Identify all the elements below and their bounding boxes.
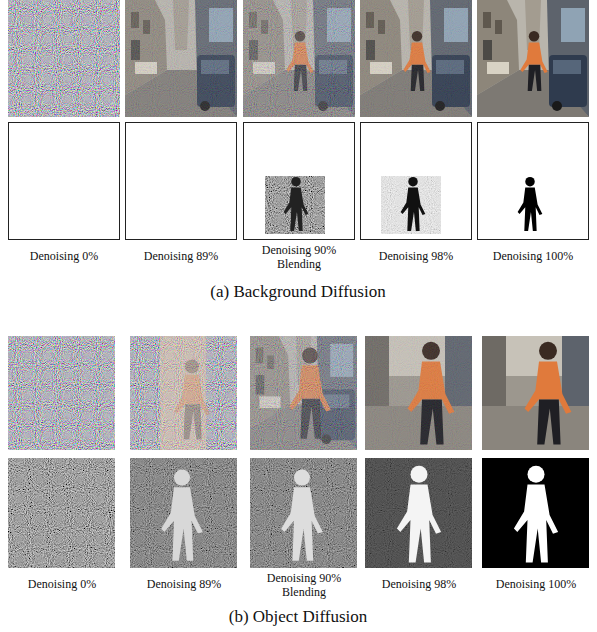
- step-caption: Denoising 89%: [135, 249, 227, 263]
- step-caption: Denoising 100%: [490, 577, 582, 591]
- step-caption: Denoising 98%: [373, 577, 465, 591]
- subfigure-caption: (b) Object Diffusion: [148, 607, 448, 627]
- step-caption: Denoising 90% Blending: [258, 571, 350, 600]
- step-caption: Denoising 89%: [138, 577, 230, 591]
- step-caption: Denoising 0%: [16, 577, 108, 591]
- subfigure-caption: (a) Background Diffusion: [148, 282, 448, 302]
- step-caption: Denoising 90% Blending: [253, 243, 345, 272]
- step-caption: Denoising 98%: [370, 249, 462, 263]
- step-caption: Denoising 0%: [18, 249, 110, 263]
- step-caption: Denoising 100%: [487, 249, 579, 263]
